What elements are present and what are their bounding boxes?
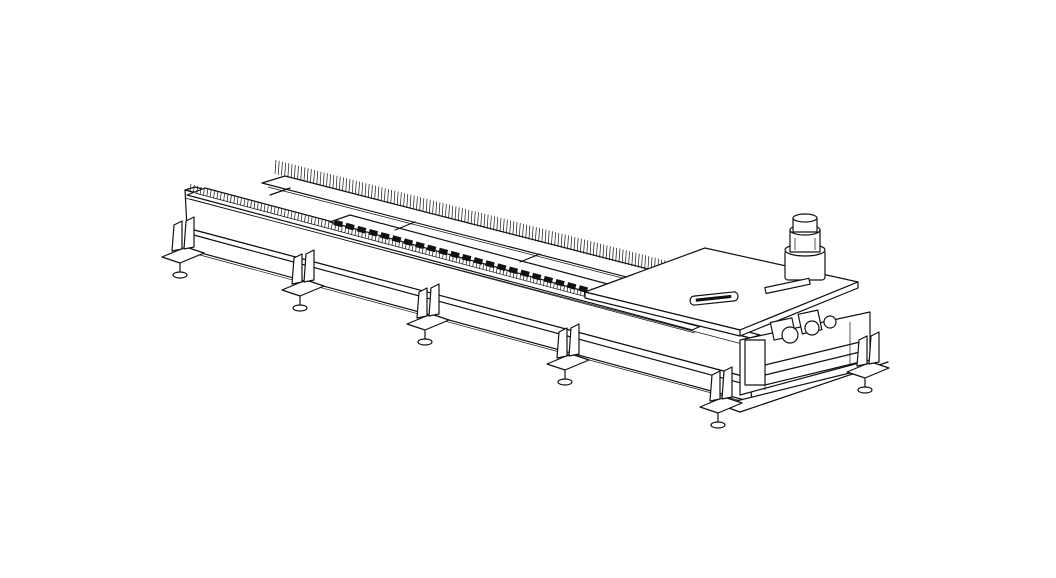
leveling-foot	[846, 331, 890, 394]
cable-chain	[329, 214, 631, 300]
leveling-foot	[406, 283, 450, 346]
leveling-foot	[281, 249, 325, 312]
leveling-foot	[699, 366, 743, 429]
motor	[764, 213, 826, 295]
feet	[161, 216, 890, 429]
rack-teeth-back	[274, 159, 727, 291]
drive-housing	[719, 309, 889, 413]
leveling-foot	[546, 323, 590, 386]
cross-braces	[269, 187, 541, 263]
leveling-foot	[161, 216, 205, 279]
